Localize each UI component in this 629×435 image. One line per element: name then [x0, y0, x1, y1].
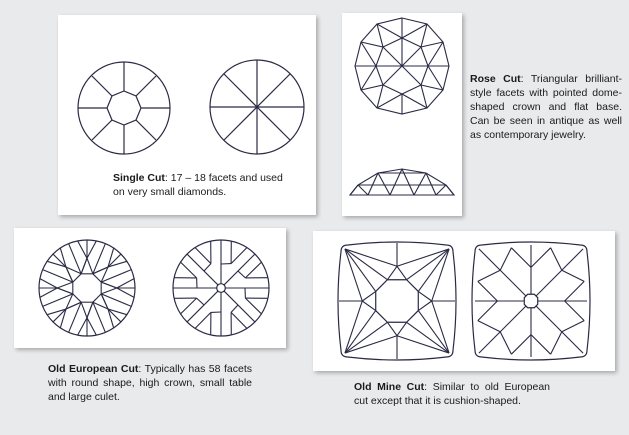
old-mine-cut-name: Old Mine Cut: [354, 381, 425, 393]
single-cut-panel: Single Cut: 17 – 18 facets and used on v…: [58, 15, 316, 215]
rose-cut-side-diagram: [342, 13, 462, 216]
old-european-cut-pavilion-diagram: [14, 228, 286, 348]
old-mine-cut-caption: Old Mine Cut: Similar to old European cu…: [354, 380, 550, 408]
old-mine-cut-panel: [313, 231, 615, 371]
single-cut-crown-diagram: [58, 15, 316, 215]
old-european-cut-caption: Old European Cut: Typically has 58 facet…: [48, 362, 252, 404]
old-mine-cut-pavilion-diagram: [313, 231, 615, 371]
rose-cut-caption: Rose Cut: Triangular brilliant-style fac…: [470, 72, 622, 142]
old-european-cut-description: : Typically has 58 facets with round sha…: [48, 363, 252, 403]
old-mine-cut-description: : Similar to old European cut except tha…: [354, 381, 550, 407]
single-cut-description: : 17 – 18 facets and used on very small …: [113, 172, 283, 198]
old-european-cut-panel: [14, 228, 286, 348]
rose-cut-panel: [342, 13, 462, 216]
rose-cut-top-diagram: [342, 13, 462, 216]
old-mine-cut-crown-diagram: [313, 231, 615, 371]
rose-cut-name: Rose Cut: [470, 73, 521, 85]
rose-cut-description: : Triangular brilliant-style facets with…: [470, 73, 622, 141]
old-european-cut-crown-diagram: [14, 228, 286, 348]
single-cut-pavilion-diagram: [58, 15, 316, 215]
old-european-cut-name: Old European Cut: [48, 363, 139, 375]
single-cut-caption: Single Cut: 17 – 18 facets and used on v…: [113, 171, 293, 199]
single-cut-name: Single Cut: [113, 172, 165, 184]
